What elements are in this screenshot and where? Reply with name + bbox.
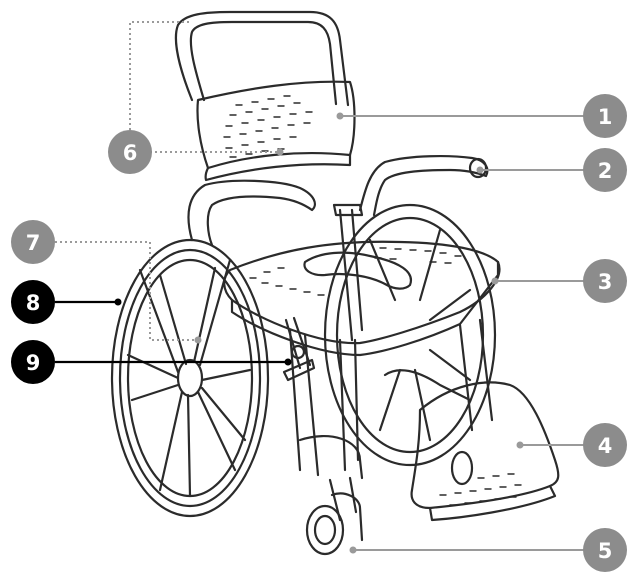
backrest-holes: [224, 96, 312, 157]
leader-6: [130, 22, 190, 135]
callout-8: 8: [11, 280, 55, 324]
callout-2: 2: [583, 148, 627, 192]
callout-3-label: 3: [598, 270, 613, 294]
callout-9-label: 9: [26, 351, 41, 375]
caster-wheel: [300, 436, 362, 554]
callouts: 1 2 3 4 5 6 7: [11, 94, 627, 572]
backrest-panel: [197, 82, 354, 180]
callout-4: 4: [583, 423, 627, 467]
callout-7-label: 7: [26, 231, 41, 255]
footrest-holes: [440, 474, 521, 505]
backrest-frame: [176, 12, 348, 105]
large-wheel: [112, 240, 268, 516]
left-armrest: [188, 181, 314, 245]
callout-1-label: 1: [598, 105, 613, 129]
callout-7: 7: [11, 220, 55, 264]
callout-1: 1: [583, 94, 627, 138]
brake-lever: [284, 318, 314, 380]
callout-6: 6: [108, 130, 152, 174]
callout-8-label: 8: [26, 291, 41, 315]
callout-5: 5: [583, 528, 627, 572]
callout-6-label: 6: [123, 141, 138, 165]
wheelchair-illustration: [112, 12, 558, 554]
callout-5-label: 5: [598, 539, 613, 563]
callout-4-label: 4: [598, 434, 613, 458]
callout-3: 3: [583, 259, 627, 303]
callout-9: 9: [11, 340, 55, 384]
callout-2-label: 2: [598, 159, 613, 183]
